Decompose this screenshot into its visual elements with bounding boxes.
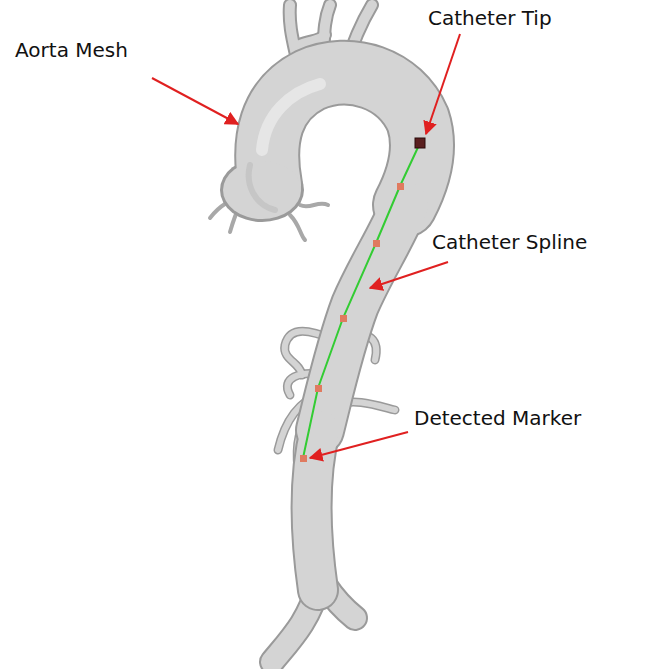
callout-label: Catheter Spline <box>432 230 587 254</box>
callout-label: Detected Marker <box>414 406 581 430</box>
detected-markers <box>300 183 404 462</box>
catheter-spline <box>303 143 420 458</box>
leader-arrows <box>152 34 460 458</box>
callout-label: Aorta Mesh <box>15 38 128 62</box>
callout-label: Catheter Tip <box>428 6 552 30</box>
catheter-tip <box>415 138 425 148</box>
aorta-mesh <box>210 5 422 662</box>
